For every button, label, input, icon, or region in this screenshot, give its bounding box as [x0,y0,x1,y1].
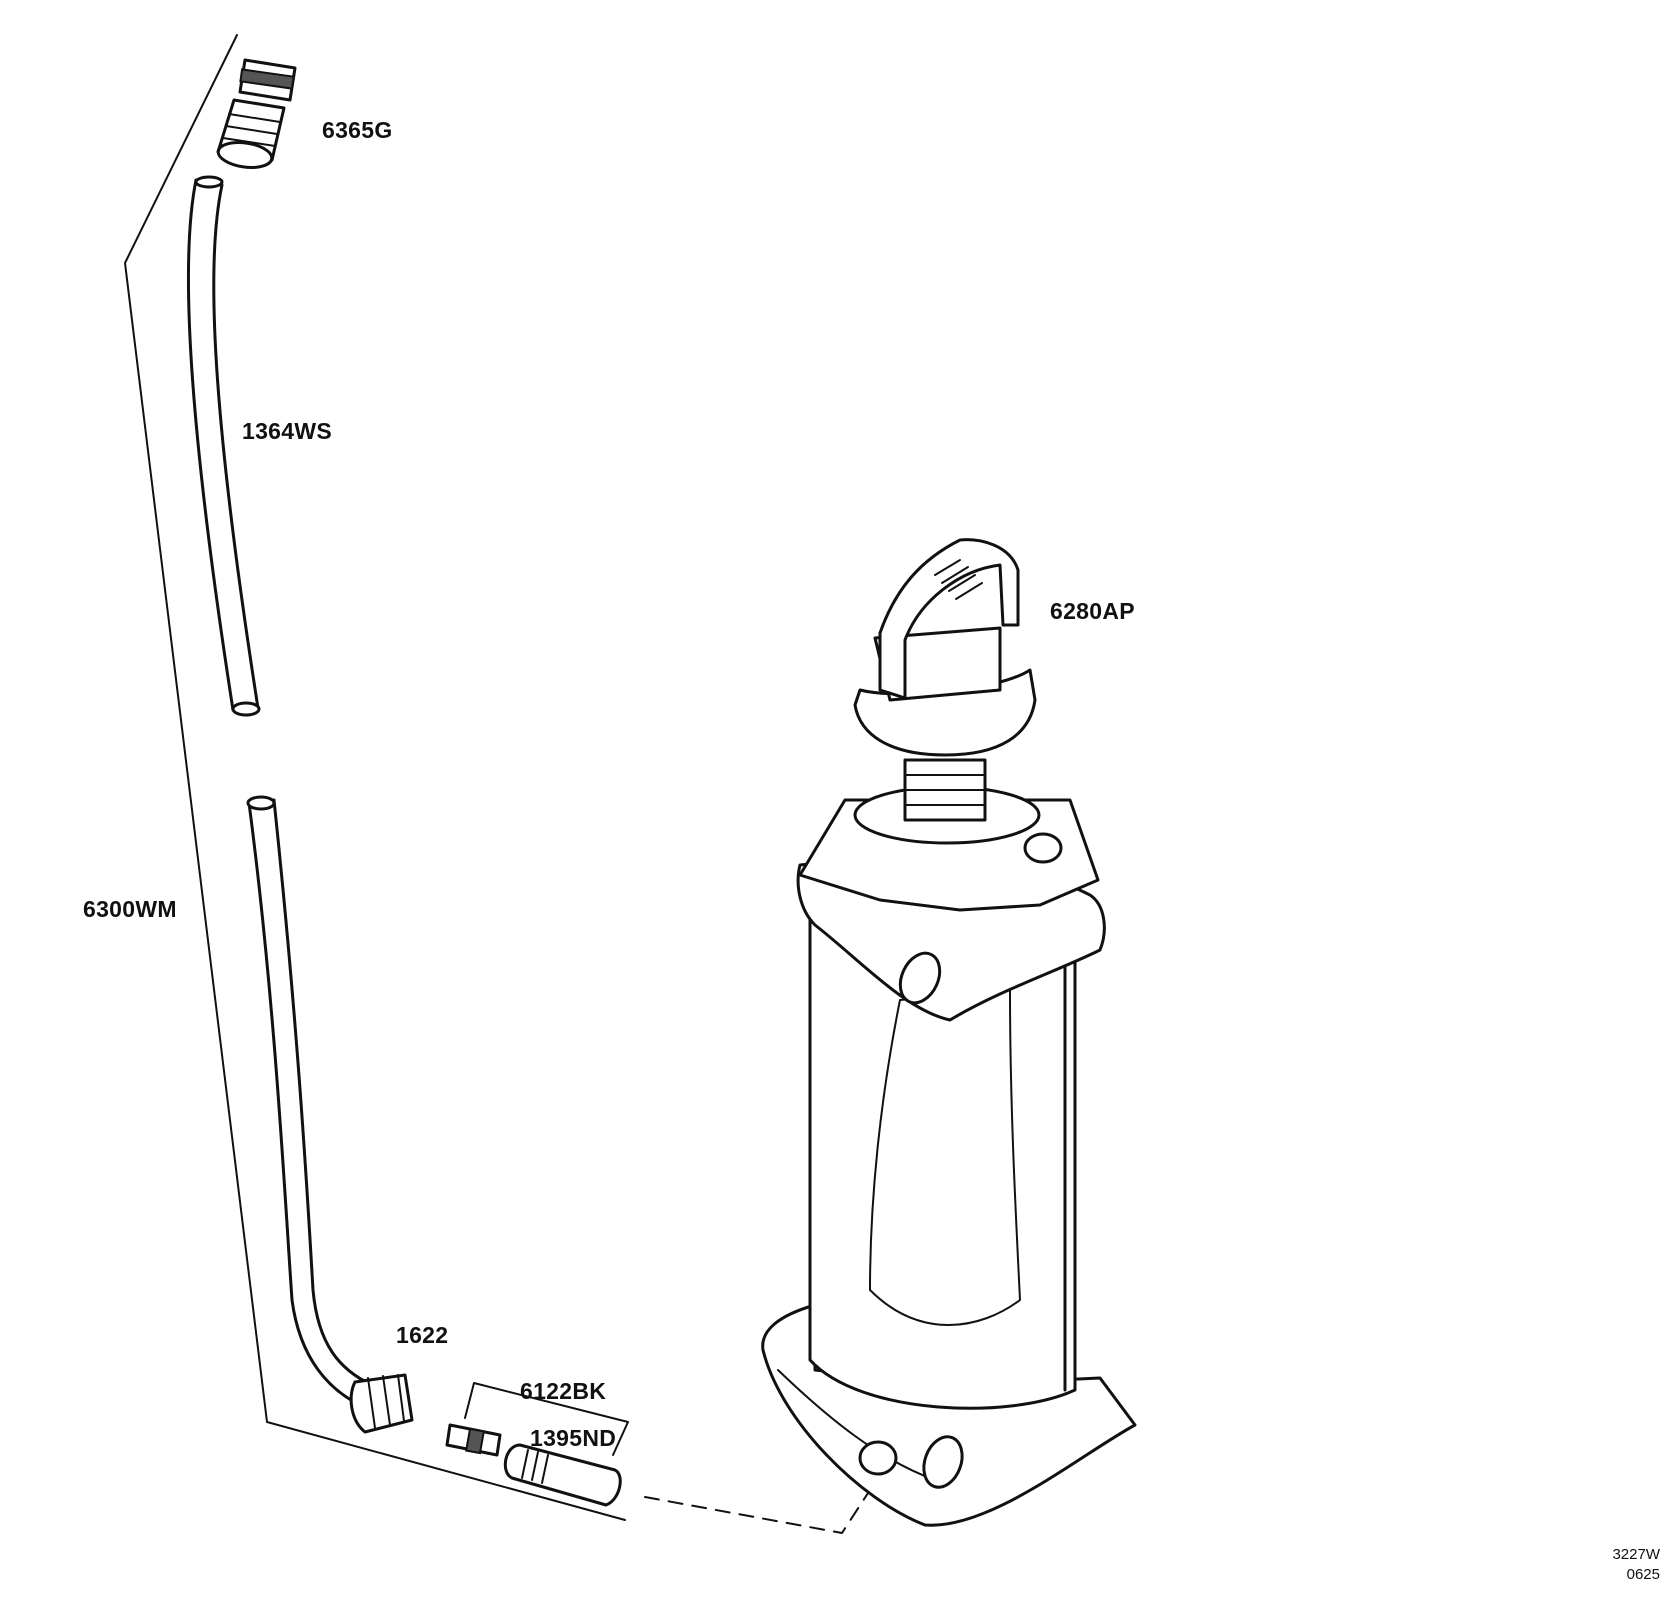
label-filter: 1395ND [530,1425,617,1451]
tank-drawing [761,785,1137,1527]
upper-wand-drawing [186,175,261,717]
wand-assembly-bracket [124,34,626,1521]
pump-drawing [853,538,1037,822]
shutoff-part-drawing [349,1373,414,1434]
label-shutoff: 1622 [396,1322,449,1348]
label-wand-assembly: 6300WM [83,896,177,922]
lower-wand-drawing [246,795,374,1407]
document-code-line-1: 3227W [1612,1546,1660,1563]
label-nozzle: 6365G [322,117,393,143]
label-pump: 6280AP [1050,598,1135,624]
document-code: 3227W 0625 [1612,1545,1660,1585]
nozzle-part-drawing [216,58,297,169]
filter-leader-line [644,1489,871,1534]
label-upper-wand: 1364WS [242,418,333,444]
hose-fitting-drawing [445,1423,502,1457]
hose-kit-bracket [464,1382,629,1456]
document-code-line-2: 0625 [1626,1566,1660,1583]
label-hose-kit: 6122BK [520,1378,607,1404]
filter-part-drawing [503,1443,622,1507]
